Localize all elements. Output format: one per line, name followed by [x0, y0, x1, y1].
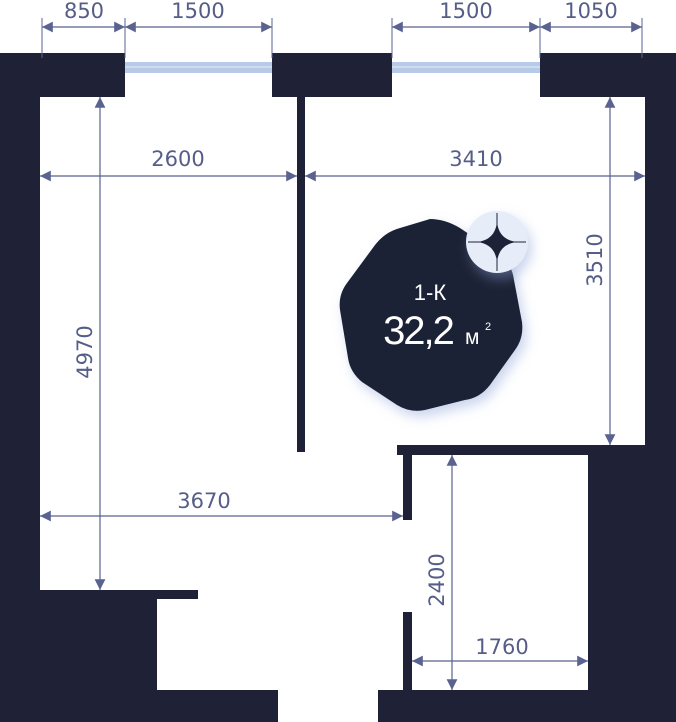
wall-bottom-right [378, 690, 676, 722]
wall-right-lower [588, 445, 676, 722]
dim-bath-width: 1760 [475, 635, 528, 659]
dim-top-3: 1500 [439, 0, 492, 23]
dim-room-right-width: 3410 [449, 147, 502, 171]
dim-room-left-width: 2600 [151, 147, 204, 171]
badge-unit: м [465, 326, 479, 349]
wall-bath-top [397, 445, 645, 455]
apartment-badge: 1-К 32,2 м 2 [339, 211, 528, 411]
wall-bottom-ledge [40, 590, 198, 599]
top-dimension-chain: 850 1500 1500 1050 [41, 0, 643, 58]
dim-top-2: 1500 [171, 0, 224, 23]
badge-type: 1-К [414, 280, 447, 305]
walls [0, 53, 676, 722]
dim-bath-depth: 2400 [425, 553, 449, 606]
badge-area: 32,2 [383, 309, 454, 353]
dim-top-1: 850 [64, 0, 104, 23]
wall-bottom-left-block [0, 590, 157, 722]
dim-hall-width: 3670 [177, 489, 230, 513]
badge-shape [339, 219, 523, 411]
dim-top-4: 1050 [564, 0, 617, 23]
wall-right [645, 53, 676, 453]
wall-bottom-left [157, 690, 278, 722]
badge-unit-sup: 2 [485, 321, 491, 333]
dim-room-right-depth: 3510 [583, 233, 607, 286]
wall-bath-left-upper [403, 455, 412, 520]
wall-top-middle [272, 53, 392, 97]
dim-room-left-depth: 4970 [73, 325, 97, 378]
wall-bath-left-lower [403, 612, 412, 692]
partition-wall [297, 97, 305, 452]
